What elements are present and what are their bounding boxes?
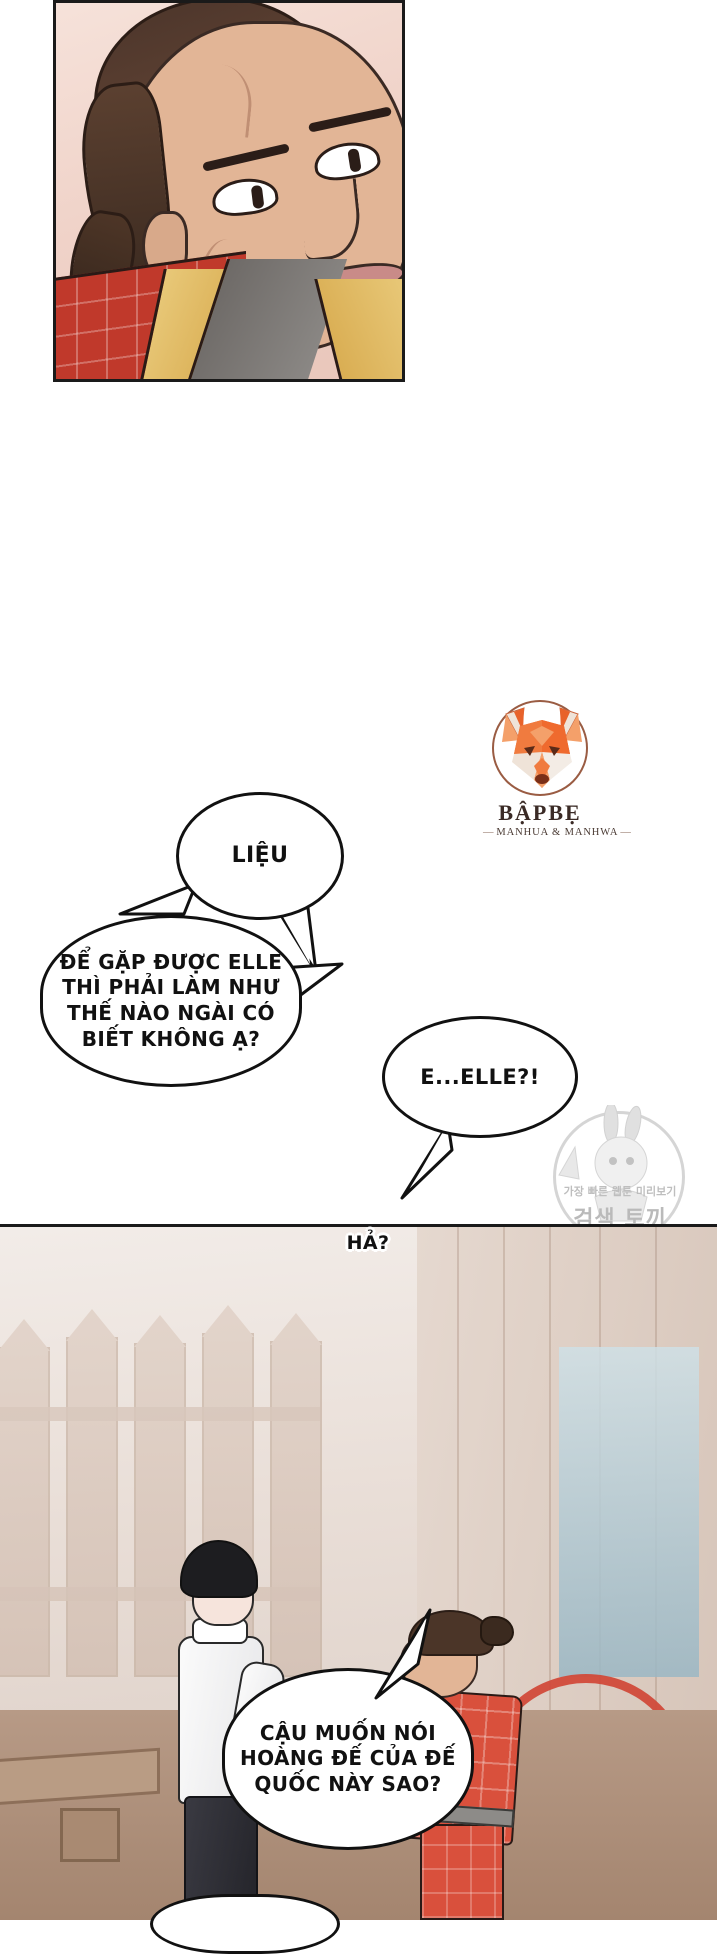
logo-wordmark: BẬPBẸ — [481, 800, 599, 826]
fence-rail — [0, 1407, 320, 1421]
logo-subtitle: MANHUA & MANHWA — [481, 827, 617, 838]
logo-wordmark-text: BẬPBẸ — [498, 800, 582, 825]
pupil-right — [347, 148, 362, 173]
fence-picket — [270, 1313, 322, 1677]
speech-bubble-lieu-text: LIỆU — [231, 842, 289, 868]
bubble-tail-elle — [398, 1120, 458, 1204]
panel-divider — [0, 1224, 717, 1227]
speech-bubble-next-peek — [150, 1894, 340, 1954]
fence-picket — [66, 1309, 118, 1677]
bubble-tail-lieu — [118, 880, 198, 920]
wall-plank — [549, 1227, 551, 1920]
speech-bubble-elle-text: E...ELLE?! — [420, 1064, 540, 1089]
fence-picket — [134, 1315, 186, 1677]
wall-plank — [457, 1227, 459, 1920]
bubble-tail-emperor — [372, 1606, 438, 1706]
speech-bubble-emperor: CẬU MUỐN NÓI HOÀNG ĐẾ CỦA ĐẾ QUỐC NÀY SA… — [222, 1668, 474, 1850]
wall-plank — [503, 1227, 505, 1920]
young-man-hair — [180, 1540, 258, 1598]
speech-bubble-question-text: ĐỂ GẶP ĐƯỢC ELLE THÌ PHẢI LÀM NHƯ THẾ NÀ… — [59, 949, 283, 1051]
pupil-left — [250, 184, 265, 210]
speech-bubble-ha: HẢ? — [328, 1215, 408, 1271]
old-man-topknot — [480, 1616, 514, 1646]
logo-ring — [492, 700, 588, 796]
speech-bubble-ha-text: HẢ? — [346, 1231, 390, 1254]
speech-bubble-lieu: LIỆU — [176, 792, 344, 920]
old-man-lower-robe — [420, 1824, 504, 1920]
speech-bubble-elle: E...ELLE?! — [382, 1016, 578, 1138]
watermark-line-1: 가장 빠른 웹툰 미리보기 — [563, 1185, 677, 1198]
bapbe-logo[interactable]: BẬPBẸ MANHUA & MANHWA — [481, 700, 618, 838]
panel-top-closeup — [53, 0, 405, 382]
window — [559, 1347, 699, 1677]
fence-picket — [0, 1319, 50, 1677]
speech-bubble-emperor-text: CẬU MUỐN NÓI HOÀNG ĐẾ CỦA ĐẾ QUỐC NÀY SA… — [240, 1720, 456, 1796]
wooden-stool — [60, 1808, 120, 1862]
bunny-girl-icon — [558, 1105, 648, 1222]
speech-bubble-question: ĐỂ GẶP ĐƯỢC ELLE THÌ PHẢI LÀM NHƯ THẾ NÀ… — [40, 915, 302, 1087]
fox-head-icon — [502, 707, 582, 788]
